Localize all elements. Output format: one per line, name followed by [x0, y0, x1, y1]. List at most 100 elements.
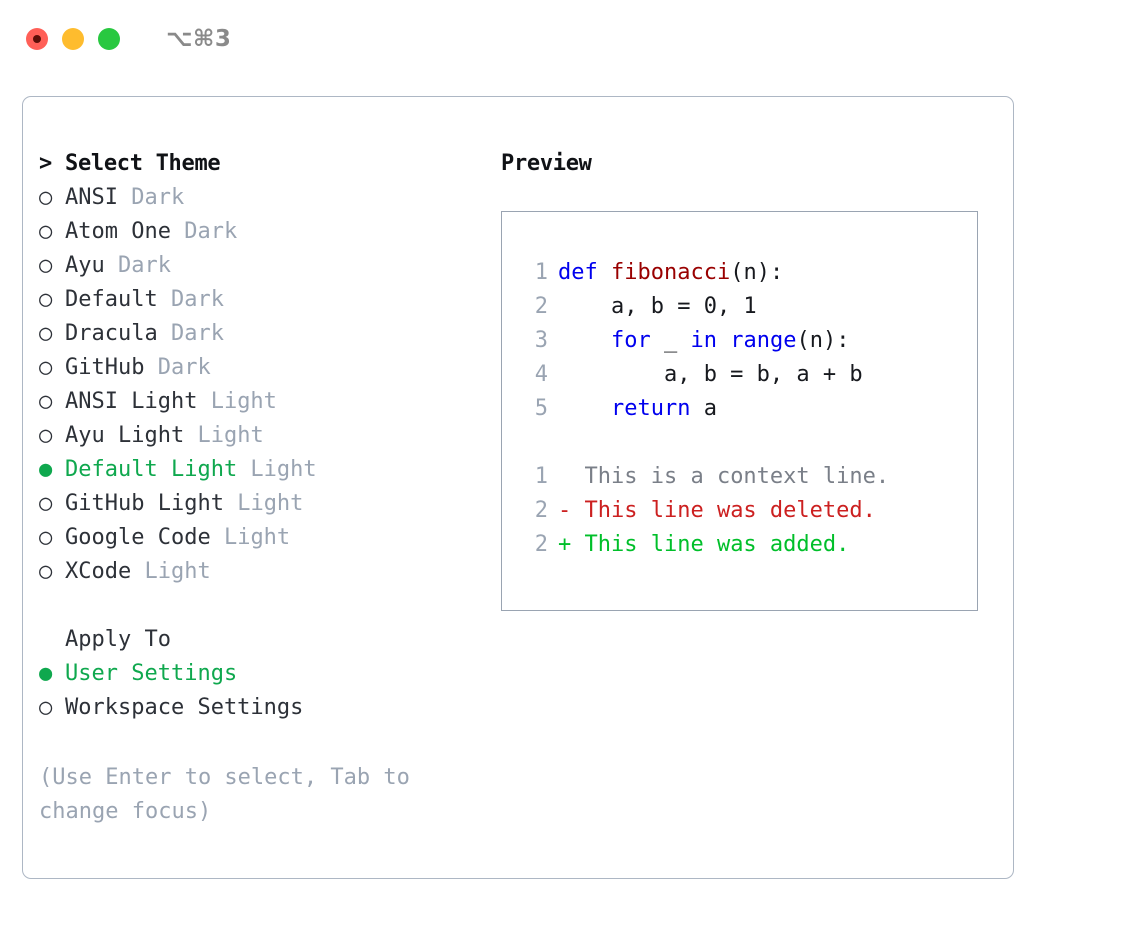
line-number: 2 — [534, 498, 548, 523]
theme-kind-badge: Light — [197, 389, 277, 414]
caret-icon: > — [39, 151, 52, 176]
theme-option-label: Default Light — [65, 457, 238, 482]
code-token: fibonacci — [611, 260, 731, 285]
preview-gap — [516, 426, 977, 460]
code-token — [598, 260, 611, 285]
theme-kind-badge: Dark — [104, 253, 171, 278]
theme-option-ayu-light[interactable]: ○ Ayu Light Light — [39, 419, 479, 453]
minimize-button[interactable] — [62, 28, 84, 50]
diff-line-del: 2- This line was deleted. — [516, 494, 977, 528]
diff-text: This line was deleted. — [571, 498, 876, 523]
theme-option-xcode[interactable]: ○ XCode Light — [39, 555, 479, 589]
theme-option-github-light[interactable]: ○ GitHub Light Light — [39, 487, 479, 521]
theme-option-google-code[interactable]: ○ Google Code Light — [39, 521, 479, 555]
radio-unselected-icon: ○ — [39, 287, 53, 312]
maximize-button[interactable] — [98, 28, 120, 50]
theme-option-list: ○ANSI Dark○Atom One Dark○Ayu Dark○Defaul… — [39, 181, 479, 589]
theme-kind-badge: Light — [210, 525, 291, 550]
radio-unselected-icon: ○ — [39, 185, 53, 210]
code-token: in — [690, 328, 717, 353]
code-line: 5 return a — [516, 392, 977, 426]
apply-to-heading-label: Apply To — [65, 627, 171, 652]
radio-unselected-icon: ○ — [39, 491, 53, 516]
theme-option-label: GitHub — [65, 355, 145, 380]
list-spacer — [39, 589, 479, 623]
theme-option-ayu[interactable]: ○Ayu Dark — [39, 249, 479, 283]
diff-text: This is a context line. — [571, 464, 890, 489]
line-number: 2 — [534, 532, 548, 557]
title-bar: ⌥⌘3 — [0, 0, 1140, 78]
radio-unselected-icon: ○ — [39, 695, 53, 720]
theme-kind-badge: Dark — [144, 355, 211, 380]
diff-sign: + — [558, 532, 572, 557]
theme-option-label: Default — [65, 287, 158, 312]
theme-option-label: Ayu Light — [65, 423, 185, 448]
apply-to-option-user-settings[interactable]: ●User Settings — [39, 657, 479, 691]
radio-unselected-icon: ○ — [39, 423, 53, 448]
code-line: 2 a, b = 0, 1 — [516, 290, 977, 324]
theme-dialog-panel: >Select Theme ○ANSI Dark○Atom One Dark○A… — [22, 96, 1014, 879]
apply-to-heading: Apply To — [39, 623, 479, 657]
theme-option-label: GitHub Light — [65, 491, 224, 516]
line-number: 4 — [534, 362, 548, 387]
line-number: 5 — [534, 396, 548, 421]
theme-option-dracula[interactable]: ○Dracula Dark — [39, 317, 479, 351]
theme-option-label: ANSI Light — [65, 389, 198, 414]
theme-kind-badge: Light — [223, 491, 304, 516]
theme-option-label: Atom One — [65, 219, 171, 244]
code-token — [558, 396, 611, 421]
theme-option-label: XCode — [65, 559, 132, 584]
diff-preview: 1 This is a context line.2- This line wa… — [516, 460, 977, 562]
diff-line-add: 2 + This line was added. — [516, 528, 977, 562]
apply-to-option-label: User Settings — [65, 661, 238, 686]
radio-unselected-icon: ○ — [39, 525, 53, 550]
line-number: 1 — [534, 260, 548, 285]
code-token: return — [610, 396, 691, 421]
window-controls — [26, 28, 120, 50]
diff-line-ctx: 1 This is a context line. — [516, 460, 977, 494]
line-number: 1 — [534, 464, 548, 489]
theme-kind-badge: Light — [131, 559, 211, 584]
theme-kind-badge: Dark — [157, 287, 224, 312]
line-number: 3 — [534, 328, 548, 353]
diff-sign — [558, 464, 571, 489]
theme-kind-badge: Dark — [170, 219, 238, 244]
code-token: (n): — [730, 260, 784, 285]
theme-kind-badge: Dark — [157, 321, 224, 346]
theme-kind-badge: Light — [237, 457, 317, 482]
code-token: for — [610, 328, 651, 353]
diff-text: This line was added. — [571, 532, 850, 557]
code-token: a — [690, 396, 717, 421]
code-token: a, b = 0, 1 — [558, 294, 757, 319]
theme-list-column: >Select Theme ○ANSI Dark○Atom One Dark○A… — [39, 147, 479, 725]
code-token — [558, 328, 611, 353]
code-token: def — [558, 260, 598, 285]
select-theme-heading-label: Select Theme — [65, 151, 221, 176]
theme-option-label: Dracula — [65, 321, 158, 346]
code-token: _ — [650, 328, 691, 353]
theme-option-label: Google Code — [65, 525, 211, 550]
theme-option-ansi[interactable]: ○ANSI Dark — [39, 181, 479, 215]
code-line: 4 a, b = b, a + b — [516, 358, 977, 392]
apply-to-option-workspace-settings[interactable]: ○ Workspace Settings — [39, 691, 479, 725]
code-token: a, b = b, a + b — [558, 362, 863, 387]
code-token — [717, 328, 730, 353]
code-token: (n): — [796, 328, 850, 353]
theme-kind-badge: Light — [184, 423, 264, 448]
radio-unselected-icon: ○ — [39, 559, 53, 584]
theme-option-default-light[interactable]: ●Default Light Light — [39, 453, 479, 487]
code-line: 1 def fibonacci(n): — [516, 256, 977, 290]
theme-option-github[interactable]: ○ GitHub Dark — [39, 351, 479, 385]
theme-option-atom-one[interactable]: ○Atom One Dark — [39, 215, 479, 249]
apply-to-option-label: Workspace Settings — [65, 695, 304, 720]
select-theme-heading: > Select Theme — [39, 147, 479, 181]
theme-option-label: Ayu — [65, 253, 105, 278]
radio-unselected-icon: ○ — [39, 389, 53, 414]
theme-option-default[interactable]: ○ Default Dark — [39, 283, 479, 317]
diff-sign: - — [558, 498, 572, 523]
close-button[interactable] — [26, 28, 48, 50]
theme-option-ansi-light[interactable]: ○ ANSI Light Light — [39, 385, 479, 419]
radio-unselected-icon: ○ — [39, 355, 53, 380]
